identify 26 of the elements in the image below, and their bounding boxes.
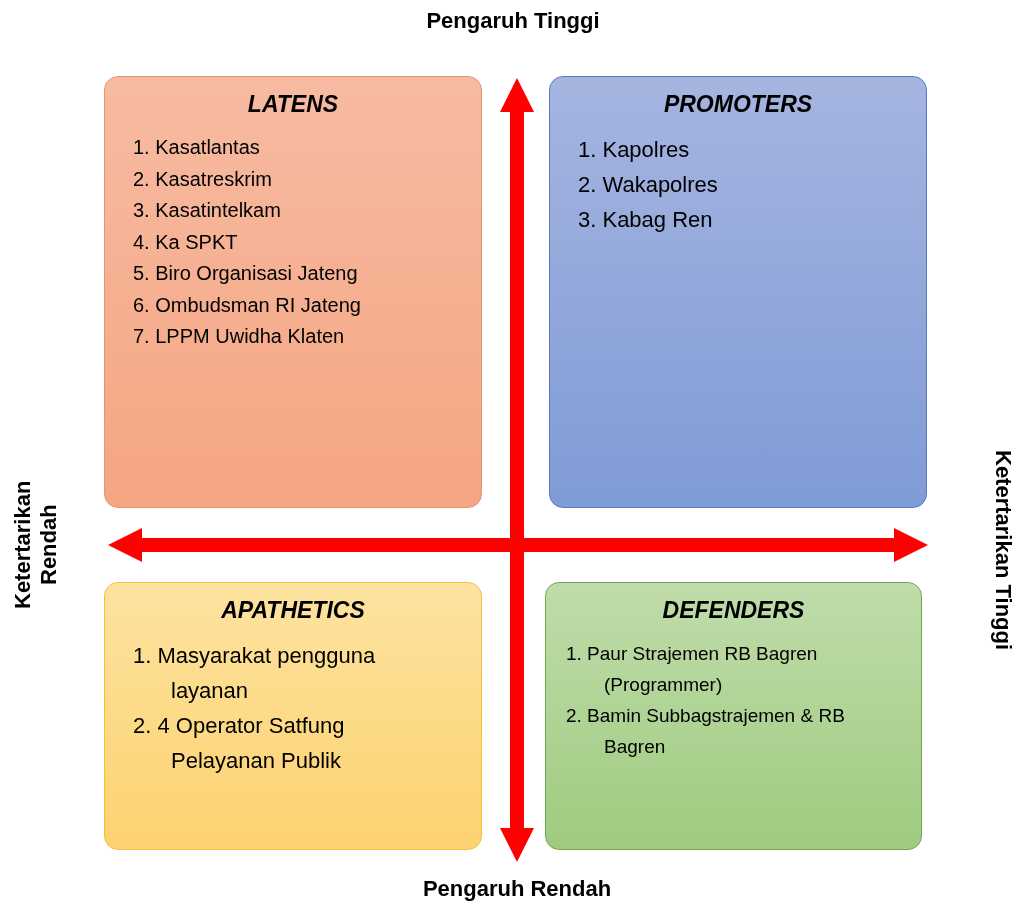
list-item: 2. Bamin Subbagstrajemen & RB Bagren: [566, 704, 846, 759]
list-item: 1. Kasatlantas: [133, 135, 261, 160]
axis-label: Ketertarikan Tinggi: [990, 448, 1016, 653]
stakeholder-quadrant-card: [545, 582, 922, 850]
quadrant-heading: DEFENDERS: [661, 597, 806, 624]
stakeholder-quadrant-card: [549, 76, 927, 508]
quadrant-heading: APATHETICS: [220, 597, 366, 624]
stakeholder-quadrant-card: [104, 582, 482, 850]
list-item: 1. Masyarakat pengguna layanan: [133, 642, 377, 705]
axis-label: Pengaruh Rendah: [421, 876, 613, 902]
axis-label: Pengaruh Tinggi: [425, 8, 601, 34]
quadrant-heading: PROMOTERS: [662, 91, 814, 118]
list-item: 1. Paur Strajemen RB Bagren (Programmer): [566, 642, 819, 697]
list-item: 2. Wakapolres: [578, 171, 719, 199]
list-item: 5. Biro Organisasi Jateng: [133, 261, 359, 286]
quadrant-heading: LATENS: [246, 91, 340, 118]
list-item: 2. Kasatreskrim: [133, 166, 273, 192]
list-item: 2. 4 Operator Satfung Pelayanan Publik: [133, 712, 346, 775]
list-item: 6. Ombudsman RI Jateng: [133, 292, 362, 318]
axis-label: Ketertarikan Rendah: [10, 479, 62, 612]
list-item: 3. Kabag Ren: [578, 206, 714, 234]
list-item: 4. Ka SPKT: [133, 229, 239, 255]
list-item: 7. LPPM Uwidha Klaten: [133, 324, 346, 349]
list-item: 1. Kapolres: [578, 136, 691, 164]
stakeholder-quadrant-card: [104, 76, 482, 508]
list-item: 3. Kasatintelkam: [133, 198, 282, 223]
